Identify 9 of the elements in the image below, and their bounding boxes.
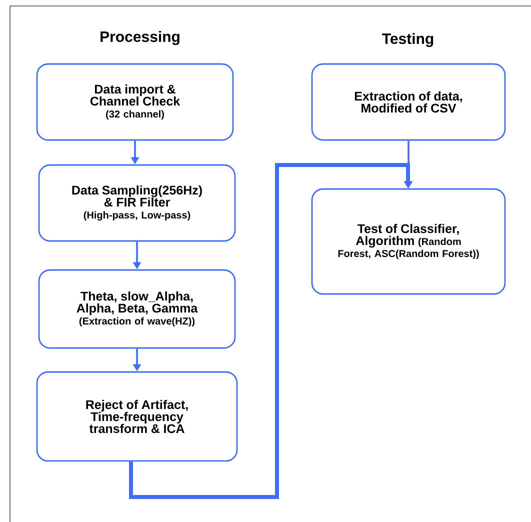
process-box: Test of Classifier, Algorithm (Random Forest, ASC(Random Forest)) [311, 188, 506, 295]
process-box: Extraction of data, Modified of CSV [311, 63, 506, 141]
column-heading: Testing [382, 32, 434, 48]
process-box: Data import & Channel Check (32 channel) [36, 63, 234, 141]
process-box: Data Sampling(256Hz) & FIR Filter (High-pass, Low-pass) [38, 164, 236, 242]
process-box: Theta, slow_Alpha, Alpha, Beta, Gamma (Extraction of wave(HZ)) [38, 269, 236, 349]
process-box: Reject of Artifact, Time-frequency transform & ICA [36, 371, 238, 462]
column-heading: Processing [100, 30, 180, 46]
arrow [129, 163, 412, 499]
